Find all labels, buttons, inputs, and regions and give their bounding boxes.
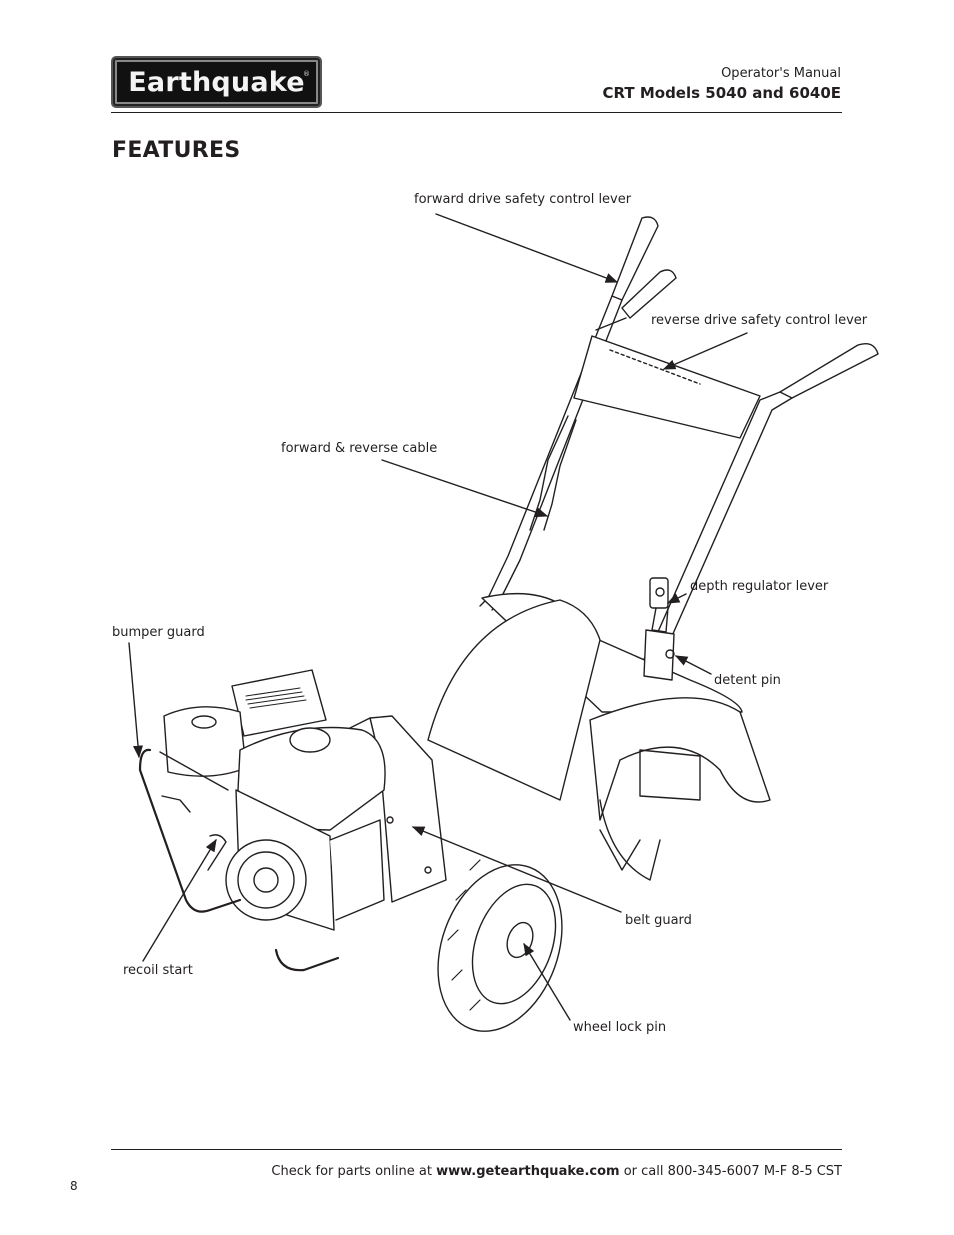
callout-forward-drive-lever: forward drive safety control lever bbox=[414, 192, 632, 207]
handlebar-assembly bbox=[479, 216, 879, 685]
logo-text: Earthquake bbox=[128, 66, 305, 98]
footer-url: www.getearthquake.com bbox=[436, 1164, 620, 1179]
manual-label: Operator's Manual bbox=[721, 66, 841, 81]
callout-belt-guard: belt guard bbox=[625, 913, 692, 928]
bumper-guard-frame bbox=[138, 748, 340, 972]
callout-forward-reverse-cable: forward & reverse cable bbox=[281, 441, 438, 456]
engine bbox=[163, 669, 386, 931]
callout-reverse-drive-lever: reverse drive safety control lever bbox=[651, 313, 868, 328]
depth-regulator bbox=[643, 577, 675, 681]
earthquake-logo: Earthquake ® bbox=[111, 56, 322, 108]
callout-leaders bbox=[128, 213, 748, 1021]
callout-depth-regulator-lever: depth regulator lever bbox=[690, 579, 829, 594]
models-label: CRT Models 5040 and 6040E bbox=[602, 84, 842, 102]
header-divider bbox=[111, 112, 842, 113]
wheel bbox=[437, 859, 563, 1032]
footer-prefix: Check for parts online at bbox=[271, 1164, 437, 1179]
callout-recoil-start: recoil start bbox=[123, 963, 193, 978]
tine-hood bbox=[427, 592, 771, 881]
page-number: 8 bbox=[70, 1179, 78, 1193]
footer-suffix: or call 800-345-6007 M-F 8-5 CST bbox=[619, 1164, 842, 1179]
footer-contact: Check for parts online at www.getearthqu… bbox=[271, 1164, 842, 1179]
callout-detent-pin: detent pin bbox=[714, 673, 781, 688]
callout-bumper-guard: bumper guard bbox=[112, 625, 205, 640]
callout-wheel-lock-pin: wheel lock pin bbox=[573, 1020, 667, 1035]
logo-registered-mark: ® bbox=[303, 70, 310, 78]
footer-divider bbox=[111, 1149, 842, 1150]
section-title: FEATURES bbox=[112, 138, 241, 163]
